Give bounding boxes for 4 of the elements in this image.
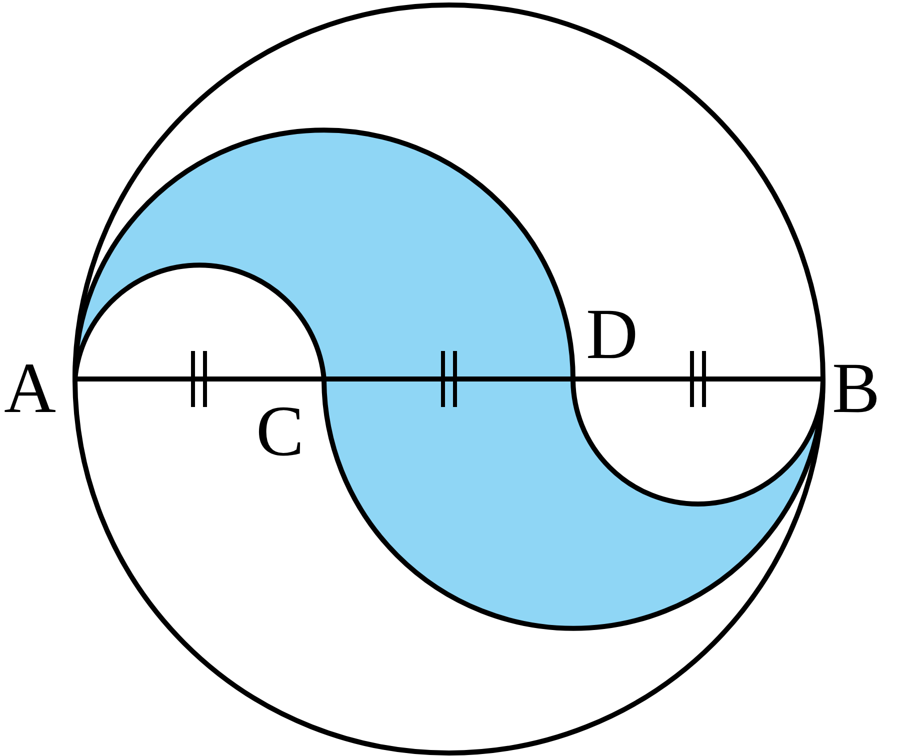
point-label: C (256, 395, 304, 467)
point-label: A (4, 352, 56, 424)
point-label: B (832, 352, 880, 424)
point-label: D (586, 298, 638, 370)
